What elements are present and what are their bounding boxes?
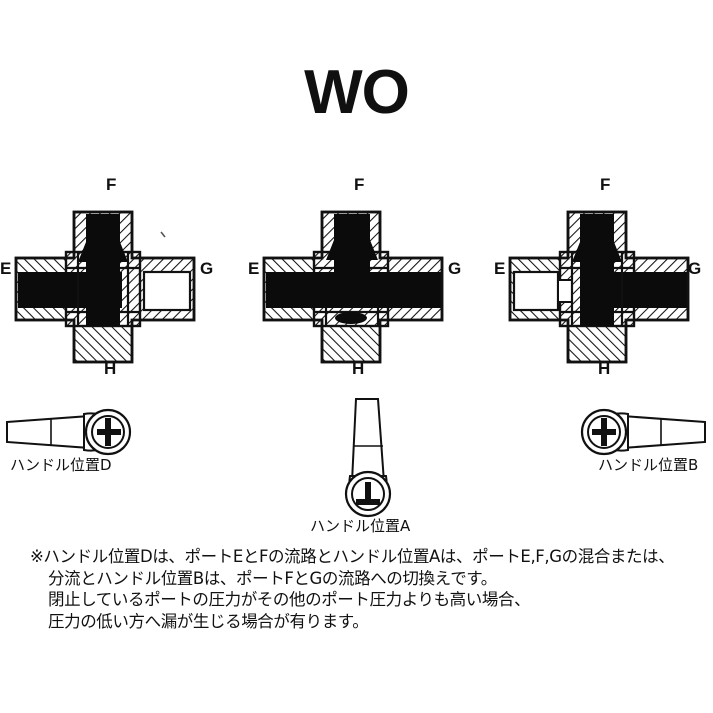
handle-d-drawing: [6, 408, 132, 456]
handle-indicator-slot: [592, 418, 616, 446]
reference-tick: [160, 231, 166, 238]
flow-path-ef: [18, 214, 128, 326]
handle-lever: [6, 414, 91, 450]
valve-center-drawing: [262, 210, 444, 364]
valve-cross-section-center: F E G H: [248, 176, 482, 380]
port-e-bore-closed: [512, 270, 560, 312]
handle-caption-d: ハンドル位置D: [10, 456, 112, 474]
valve-right-drawing: [508, 210, 690, 364]
handle-figure-a: [334, 396, 400, 520]
handle-b-drawing: [580, 408, 706, 456]
handle-indicator-slot: [97, 418, 121, 446]
port-label-g: G: [448, 259, 462, 278]
note-block: ※ハンドル位置Dは、ポートEとFの流路とハンドル位置Aは、ポートE,F,Gの混合…: [30, 546, 700, 632]
port-label-f: F: [600, 175, 611, 194]
port-label-h: H: [104, 359, 117, 378]
page-title: WO: [304, 58, 410, 127]
valve-stem-plug: [335, 312, 367, 324]
handle-a-drawing: [344, 398, 392, 518]
valve-seats: [560, 252, 634, 326]
port-g-bore-closed: [142, 270, 192, 312]
handle-figure-b: [576, 404, 708, 462]
valve-outline: [262, 210, 444, 364]
valve-seats: [66, 252, 140, 326]
handle-lever: [621, 414, 706, 450]
handle-lever: [350, 398, 386, 483]
handle-caption-b: ハンドル位置B: [598, 456, 699, 474]
flow-path-efg: [266, 214, 442, 308]
valve-cross-section-left: F E G H: [0, 176, 234, 380]
handle-figure-d: [4, 404, 136, 462]
valve-cross-section-right: F E G H: [494, 176, 713, 380]
port-label-g: G: [200, 259, 214, 278]
note-line-1: ※ハンドル位置Dは、ポートEとFの流路とハンドル位置Aは、ポートE,F,Gの混合…: [30, 547, 675, 566]
port-label-f: F: [106, 175, 117, 194]
handle-caption-a: ハンドル位置A: [310, 517, 411, 535]
handle-indicator-slot: [356, 482, 380, 505]
valve-left-drawing: [14, 210, 196, 364]
port-label-e: E: [494, 259, 506, 278]
valve-outline: [508, 210, 690, 364]
port-label-h: H: [598, 359, 611, 378]
valve-outline: [14, 210, 196, 364]
port-label-e: E: [0, 259, 12, 278]
port-label-f: F: [354, 175, 365, 194]
note-line-3: 閉止しているポートの圧力がその他のポート圧力よりも高い場合、: [48, 590, 531, 609]
port-label-h: H: [352, 359, 365, 378]
note-line-4: 圧力の低い方へ漏が生じる場合が有ります。: [48, 611, 369, 631]
port-label-g: G: [688, 259, 702, 278]
port-e-bore-neck: [557, 279, 573, 303]
note-line-2: 分流とハンドル位置Bは、ポートFとGの流路への切換えです。: [48, 568, 497, 588]
port-label-e: E: [248, 259, 260, 278]
flow-path-fg: [572, 214, 688, 326]
